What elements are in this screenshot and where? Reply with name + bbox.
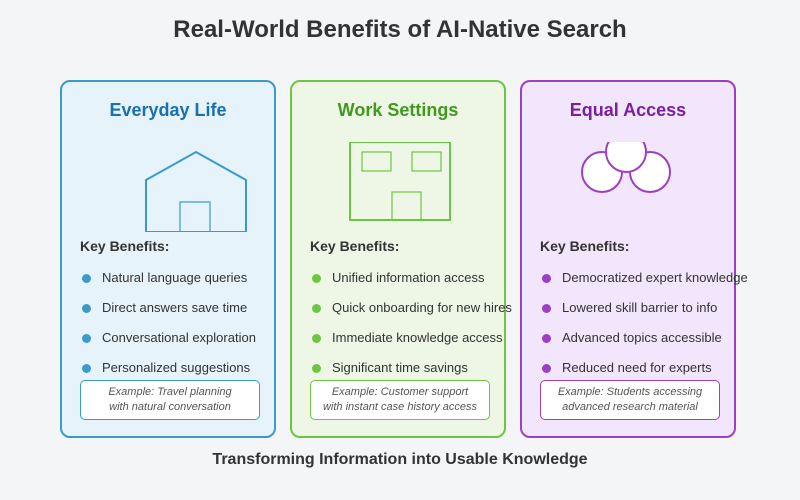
- example-box: Example: Travel planning with natural co…: [80, 380, 260, 420]
- list-item: Quick onboarding for new hires: [312, 300, 512, 330]
- benefits-list: Democratized expert knowledge Lowered sk…: [542, 270, 748, 390]
- bullet-icon: [82, 274, 91, 283]
- bullet-icon: [542, 304, 551, 313]
- list-item: Democratized expert knowledge: [542, 270, 748, 300]
- list-item: Reduced need for experts: [542, 360, 748, 390]
- list-item: Conversational exploration: [82, 330, 256, 360]
- list-item: Advanced topics accessible: [542, 330, 748, 360]
- footer-tagline: Transforming Information into Usable Kno…: [212, 451, 588, 468]
- list-item: Significant time savings: [312, 360, 512, 390]
- bullet-icon: [542, 274, 551, 283]
- card-everyday-life: Everyday Life Key Benefits: Natural lang…: [60, 80, 276, 438]
- key-benefits-heading: Key Benefits:: [540, 238, 630, 254]
- key-benefits-heading: Key Benefits:: [80, 238, 170, 254]
- list-item: Direct answers save time: [82, 300, 256, 330]
- card-title: Everyday Life: [109, 100, 227, 120]
- benefits-list: Natural language queries Direct answers …: [82, 270, 256, 390]
- benefits-list: Unified information access Quick onboard…: [312, 270, 512, 390]
- card-equal-access: Equal Access Key Benefits: Democratized …: [520, 80, 748, 438]
- bullet-icon: [312, 304, 321, 313]
- bullet-icon: [312, 274, 321, 283]
- list-item: Natural language queries: [82, 270, 256, 300]
- bullet-icon: [82, 334, 91, 343]
- bullet-icon: [542, 334, 551, 343]
- house-icon: [145, 150, 247, 232]
- card-work-settings: Work Settings Key Benefits: Unified info…: [290, 80, 512, 438]
- card-title: Work Settings: [337, 100, 459, 120]
- example-box: Example: Students accessing advanced res…: [540, 380, 720, 420]
- bullet-icon: [82, 304, 91, 313]
- example-box: Example: Customer support with instant c…: [310, 380, 490, 420]
- list-item: Immediate knowledge access: [312, 330, 512, 360]
- page-title: Real-World Benefits of AI-Native Search: [173, 16, 627, 43]
- people-circles-icon: [581, 142, 671, 193]
- card-title: Equal Access: [569, 100, 687, 120]
- list-item: Personalized suggestions: [82, 360, 256, 390]
- office-building-icon: [349, 142, 451, 221]
- bullet-icon: [82, 364, 91, 373]
- bullet-icon: [312, 364, 321, 373]
- list-item: Unified information access: [312, 270, 512, 300]
- key-benefits-heading: Key Benefits:: [310, 238, 400, 254]
- bullet-icon: [542, 364, 551, 373]
- bullet-icon: [312, 334, 321, 343]
- list-item: Lowered skill barrier to info: [542, 300, 748, 330]
